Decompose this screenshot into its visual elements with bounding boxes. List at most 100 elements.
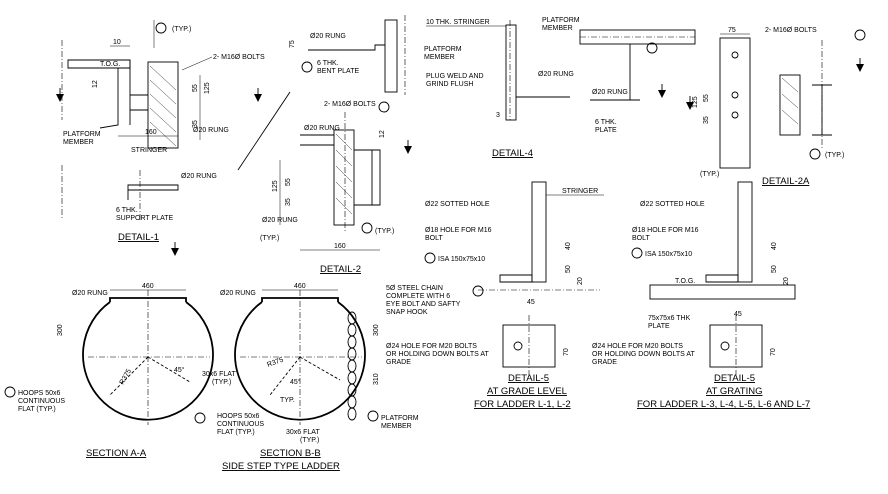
marker-circle [194, 412, 206, 424]
marker-circle [361, 222, 373, 234]
dim-35: 35 [703, 116, 710, 124]
detail-3: Ø20 RUNG 75 6 THK. BENT PLATE PLATFORM M… [237, 15, 462, 171]
hoops-label-1: HOOPS 50x6 [217, 413, 260, 420]
flat-label-1: 30x6 FLAT [286, 429, 320, 436]
typ-left-label: (TYP.) [700, 171, 719, 178]
dim-45: 45 [734, 311, 742, 318]
plug-weld-label-1: PLUG WELD AND [426, 73, 484, 80]
marker-circle [424, 252, 436, 264]
dim-300: 300 [373, 324, 380, 336]
marker-circle [367, 410, 379, 422]
dim-10: 10 [113, 39, 121, 46]
flat-label-2: (TYP.) [300, 437, 319, 444]
isa-label: ISA 150x75x10 [438, 256, 485, 263]
stringer-side [779, 74, 801, 136]
bolt-hole [731, 91, 739, 99]
platform-member-label-1: PLATFORM [381, 415, 419, 422]
rung-label: Ø20 RUNG [72, 290, 108, 297]
rung-label: Ø20 RUNG [304, 125, 340, 132]
hoops-label-1: HOOPS 50x6 [18, 390, 61, 397]
angle [705, 274, 739, 283]
plug-weld-label-2: GRIND FLUSH [426, 81, 473, 88]
stringer [333, 129, 355, 226]
steel-chain [347, 311, 357, 421]
rung-label: Ø20 RUNG [310, 33, 346, 40]
bolt-hole [731, 51, 739, 59]
marker-circle [301, 61, 313, 73]
r375: R375 [119, 368, 133, 386]
support-plate-label-2: SUPPORT PLATE [116, 215, 174, 222]
sotted-hole-label: Ø22 SOTTED HOLE [640, 201, 705, 208]
dim-55: 55 [285, 178, 292, 186]
stringer [531, 181, 547, 283]
typ-right-label: (TYP.) [375, 228, 394, 235]
dim-12: 12 [379, 130, 386, 138]
hole-m20-label-2: OR HOLDING DOWN BOLTS AT [386, 351, 490, 358]
section-b-b-title: SECTION B-B [260, 448, 321, 459]
platform-member-label-2: MEMBER [542, 25, 573, 32]
marker-circle [854, 29, 866, 41]
dim-40: 40 [565, 242, 572, 250]
rung-label: Ø20 RUNG [538, 71, 574, 78]
stringer [147, 61, 179, 149]
hoops-label-3: FLAT (TYP.) [18, 406, 56, 413]
stringer-hatch [149, 65, 177, 147]
bolt-hole [513, 341, 523, 351]
marker-circle [472, 285, 484, 297]
rung-label-2: Ø20 RUNG [181, 173, 217, 180]
dim-35: 35 [285, 198, 292, 206]
side-step-title: SIDE STEP TYPE LADDER [222, 461, 340, 472]
hoops-label-2: CONTINUOUS [217, 421, 264, 428]
detail-2a: 75 2- M16Ø BOLTS 125 55 35 (TYP.) (TYP.)… [686, 27, 866, 187]
channel [354, 149, 381, 206]
section-arrow-head [171, 248, 179, 256]
bent-plate-label-2: BENT PLATE [317, 68, 359, 75]
stringer-label: STRINGER [131, 147, 167, 154]
typ-left-label: (TYP.) [260, 235, 279, 242]
dim-70: 70 [770, 348, 777, 356]
section-arrow-head [404, 146, 412, 154]
typ-label: TYP. [280, 397, 295, 404]
section-cut-line [237, 91, 291, 171]
support-plate-label-1: 6 THK. [116, 207, 138, 214]
angle-45: 45° [290, 378, 301, 386]
sotted-hole-label: Ø22 SOTTED HOLE [425, 201, 490, 208]
platform-member-label-1: PLATFORM [542, 17, 580, 24]
hoops-label-3: FLAT (TYP.) [217, 429, 255, 436]
section-arrow-head [254, 94, 262, 102]
bolt-hole [720, 341, 730, 351]
plate-label-1: 6 THK. [595, 119, 617, 126]
hole-m20-label-3: GRADE [386, 359, 411, 366]
rung-label-left: Ø20 RUNG [592, 89, 628, 96]
dim-55: 55 [192, 84, 199, 92]
plate-label-2: PLATE [648, 323, 670, 330]
hole-m20-label-1: Ø24 HOLE FOR M20 BOLTS [386, 343, 477, 350]
angle-line [299, 356, 341, 381]
bent-plate-label-1: 6 THK. [317, 60, 339, 67]
section-arrow-head [56, 94, 64, 102]
plate-label-2: PLATE [595, 127, 617, 134]
rung-label: Ø20 RUNG [220, 290, 256, 297]
hole-m16-label-2: BOLT [632, 235, 650, 242]
typ-marker-circle [155, 22, 167, 34]
grating [649, 284, 796, 300]
dim-40: 40 [771, 242, 778, 250]
dim-300: 300 [57, 324, 64, 336]
stringer [737, 181, 753, 283]
platform-member-label-1: PLATFORM [424, 46, 462, 53]
section-a-a-title: SECTION A-A [86, 448, 147, 459]
bent-plate [629, 44, 640, 101]
rung-label: Ø20 RUNG [193, 127, 229, 134]
hole-m16-label-2: BOLT [425, 235, 443, 242]
detail-5a-title-1: DETAIL-5 [508, 373, 549, 384]
detail-5b-title-3: FOR LADDER L-3, L-4, L-5, L-6 AND L-7 [637, 399, 810, 410]
typ-right-label: (TYP.) [825, 152, 844, 159]
dim-75: 75 [728, 27, 736, 34]
marker-circle [631, 247, 643, 259]
detail-2a-title: DETAIL-2A [762, 176, 810, 187]
angle-line [147, 356, 191, 383]
dim-3: 3 [496, 112, 500, 119]
dim-50: 50 [771, 265, 778, 273]
dim-45: 45 [527, 299, 535, 306]
